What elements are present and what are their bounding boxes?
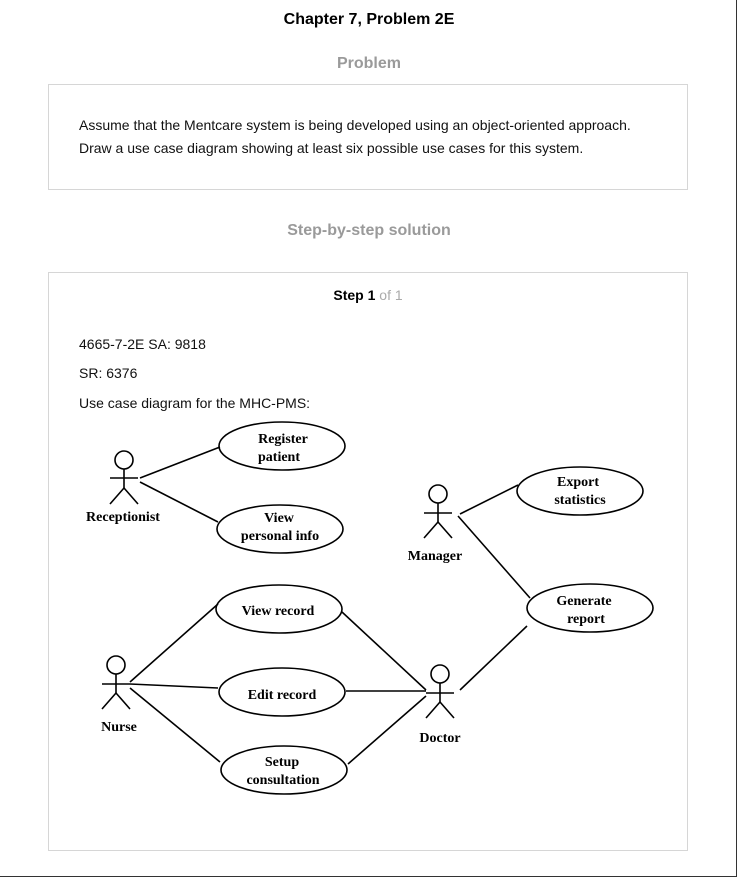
use-case-setup-consultation-ellipse: [220, 745, 348, 795]
assoc-manager-generate: [457, 515, 531, 599]
assoc-receptionist-register: [139, 446, 221, 479]
use-case-view-personal-info-line-1: View: [264, 511, 295, 526]
use-case-register-patient-line-2: patient: [258, 450, 300, 465]
step-number: 1: [367, 287, 376, 303]
nurse-actor-icon: [101, 655, 131, 710]
assoc-nurse-setup: [129, 687, 221, 763]
assoc-manager-export: [459, 484, 519, 515]
actor-label-manager: Manager: [408, 549, 462, 564]
step-word: Step: [333, 287, 364, 303]
use-case-export-statistics-ellipse: [516, 466, 644, 516]
assoc-nurse-edit-record: [129, 683, 219, 689]
solution-line-2: SR: 6376: [79, 365, 138, 381]
use-case-view-record-ellipse: [215, 584, 343, 634]
use-case-edit-record-ellipse: [218, 667, 346, 717]
use-case-edit-record-label: Edit record: [248, 688, 317, 703]
problem-line-1: Assume that the Mentcare system is being…: [79, 117, 631, 133]
solution-line-3: Use case diagram for the MHC-PMS:: [79, 395, 311, 411]
use-case-generate-report-line-1: Generate: [556, 594, 611, 609]
receptionist-actor-icon: [109, 450, 139, 505]
problem-heading: Problem: [336, 55, 401, 72]
actor-label-doctor: Doctor: [419, 731, 460, 746]
actor-label-nurse: Nurse: [101, 720, 137, 735]
use-case-view-personal-info-ellipse: [216, 504, 344, 554]
manager-actor-icon: [423, 484, 453, 539]
solution-heading: Step-by-step solution: [287, 222, 451, 239]
assoc-nurse-view-record: [129, 603, 219, 683]
step-label: Step 1 of 1: [49, 287, 687, 303]
use-case-export-statistics-line-1: Export: [557, 475, 599, 490]
use-case-setup-consultation-line-2: consultation: [246, 773, 319, 788]
problem-box: Assume that the Mentcare system is being…: [48, 84, 688, 190]
use-case-export-statistics-line-2: statistics: [554, 493, 606, 508]
solution-line-1: 4665-7-2E SA: 9818: [79, 336, 206, 352]
use-case-register-patient-ellipse: [218, 421, 346, 471]
use-case-generate-report-line-2: report: [567, 612, 605, 627]
use-case-setup-consultation-line-1: Setup: [265, 755, 299, 770]
actor-label-receptionist: Receptionist: [86, 510, 160, 525]
use-case-register-patient-line-1: Register: [258, 432, 308, 447]
problem-line-2: Draw a use case diagram showing at least…: [79, 140, 584, 156]
solution-box: Step 1 of 1 4665-7-2E SA: 9818 SR: 6376 …: [48, 272, 688, 851]
problem-text: Assume that the Mentcare system is being…: [79, 114, 669, 160]
assoc-receptionist-view-info: [139, 481, 219, 523]
assoc-doctor-setup: [347, 695, 427, 765]
page-title: Chapter 7, Problem 2E: [283, 11, 455, 28]
use-case-generate-report-ellipse: [526, 583, 654, 633]
doctor-actor-icon: [425, 664, 455, 719]
use-case-view-personal-info-line-2: personal info: [241, 529, 319, 544]
use-case-view-record-label: View record: [242, 604, 315, 619]
assoc-doctor-generate: [459, 625, 528, 691]
step-total: of 1: [379, 287, 403, 303]
assoc-doctor-view-record: [341, 611, 427, 691]
